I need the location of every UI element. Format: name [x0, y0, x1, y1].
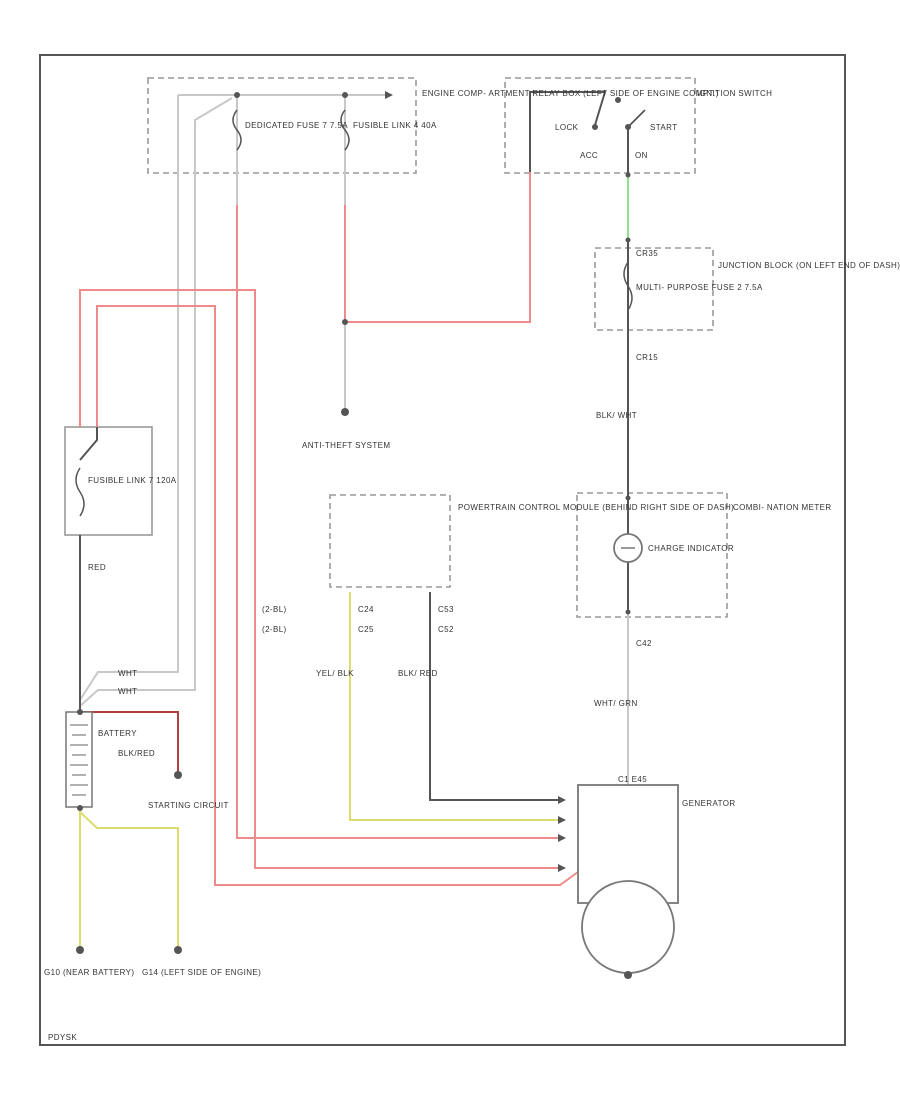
label-ground-2: G14 (LEFT SIDE OF ENGINE)	[142, 968, 261, 977]
label-yel-blk: YEL/ BLK	[316, 669, 354, 678]
fusible-link7-box	[64, 426, 153, 536]
label-link4: FUSIBLE LINK 4 40A	[353, 121, 437, 130]
label-watermark: PDYSK	[48, 1033, 77, 1042]
label-blk-red-battery: BLK/RED	[118, 749, 155, 758]
label-wht-2: WHT	[118, 687, 137, 696]
label-multi-fuse: MULTI- PURPOSE FUSE 2 7.5A	[636, 283, 763, 292]
wire-link7-switch	[79, 427, 98, 461]
bus-arrow	[385, 91, 393, 99]
label-junction-block: JUNCTION BLOCK (ON LEFT END OF DASH)	[718, 261, 900, 270]
wire-battery-starting	[80, 711, 179, 775]
label-acc: ACC	[580, 151, 598, 160]
fuse7-symbol	[232, 109, 242, 151]
wire-wht-2	[79, 97, 233, 707]
label-c25: C25	[358, 625, 374, 634]
label-combination-meter: COMBI- NATION METER	[733, 503, 832, 512]
label-anti-theft: ANTI-THEFT SYSTEM	[302, 441, 390, 450]
wire-ign-to-link4	[345, 172, 531, 323]
label-generator-pins: C1 E45	[618, 775, 647, 784]
wire-ign-internal	[529, 91, 607, 172]
label-lock: LOCK	[555, 123, 579, 132]
label-c42: C42	[636, 639, 652, 648]
label-fuse7: DEDICATED FUSE 7 7.5A	[245, 121, 348, 130]
label-battery: BATTERY	[98, 729, 137, 738]
label-start: START	[650, 123, 677, 132]
label-pcm: POWERTRAIN CONTROL MODULE (BEHIND RIGHT …	[458, 503, 734, 512]
battery-symbol	[65, 711, 93, 808]
wire-ground-2	[79, 811, 179, 950]
label-blk-wht: BLK/ WHT	[596, 411, 637, 420]
label-wht-1: WHT	[118, 669, 137, 678]
label-c53: C53	[438, 605, 454, 614]
wire-red-top-2	[96, 305, 579, 886]
ignition-switch-box	[504, 77, 696, 174]
label-wht-grn: WHT/ GRN	[594, 699, 638, 708]
label-engine-compartment: ENGINE COMP- ARTMENT RELAY BOX (LEFT SID…	[422, 89, 719, 98]
label-c52: C52	[438, 625, 454, 634]
battery-cells	[70, 724, 88, 796]
label-cr15: CR15	[636, 353, 658, 362]
label-charge-indicator: CHARGE INDICATOR	[648, 544, 734, 553]
engine-compartment-box	[147, 77, 417, 174]
multi-fuse-symbol	[623, 261, 633, 311]
label-cr35: CR35	[636, 249, 658, 258]
generator-terminal-arrows	[558, 796, 566, 872]
pcm-box	[329, 494, 451, 588]
label-ignition-switch: IGNITION SWITCH	[697, 89, 772, 98]
label-generator: GENERATOR	[682, 799, 736, 808]
wire-red-fuse7	[236, 205, 560, 839]
label-on: ON	[635, 151, 648, 160]
label-c24: C24	[358, 605, 374, 614]
wire-red-top-1	[79, 289, 560, 869]
splice-dots	[76, 92, 632, 979]
diagram-frame	[39, 54, 846, 1046]
generator-coil	[581, 880, 675, 974]
wire-blk-red	[429, 592, 560, 801]
ignition-lever	[627, 109, 646, 128]
label-blk-red-pcm: BLK/ RED	[398, 669, 438, 678]
label-fusible-link7: FUSIBLE LINK 7 120A	[88, 476, 177, 485]
label-red: RED	[88, 563, 106, 572]
label-starting-circuit: STARTING CIRCUIT	[148, 801, 229, 810]
link4-symbol	[340, 109, 350, 151]
label-two-bl-2: (2-BL)	[262, 625, 287, 634]
link7-symbol	[75, 467, 85, 517]
label-ground-1: G10 (NEAR BATTERY)	[44, 968, 134, 977]
label-two-bl-1: (2-BL)	[262, 605, 287, 614]
wire-yel-blk	[349, 592, 560, 821]
wire-wht-1	[79, 95, 179, 701]
combination-meter-box	[576, 492, 728, 618]
